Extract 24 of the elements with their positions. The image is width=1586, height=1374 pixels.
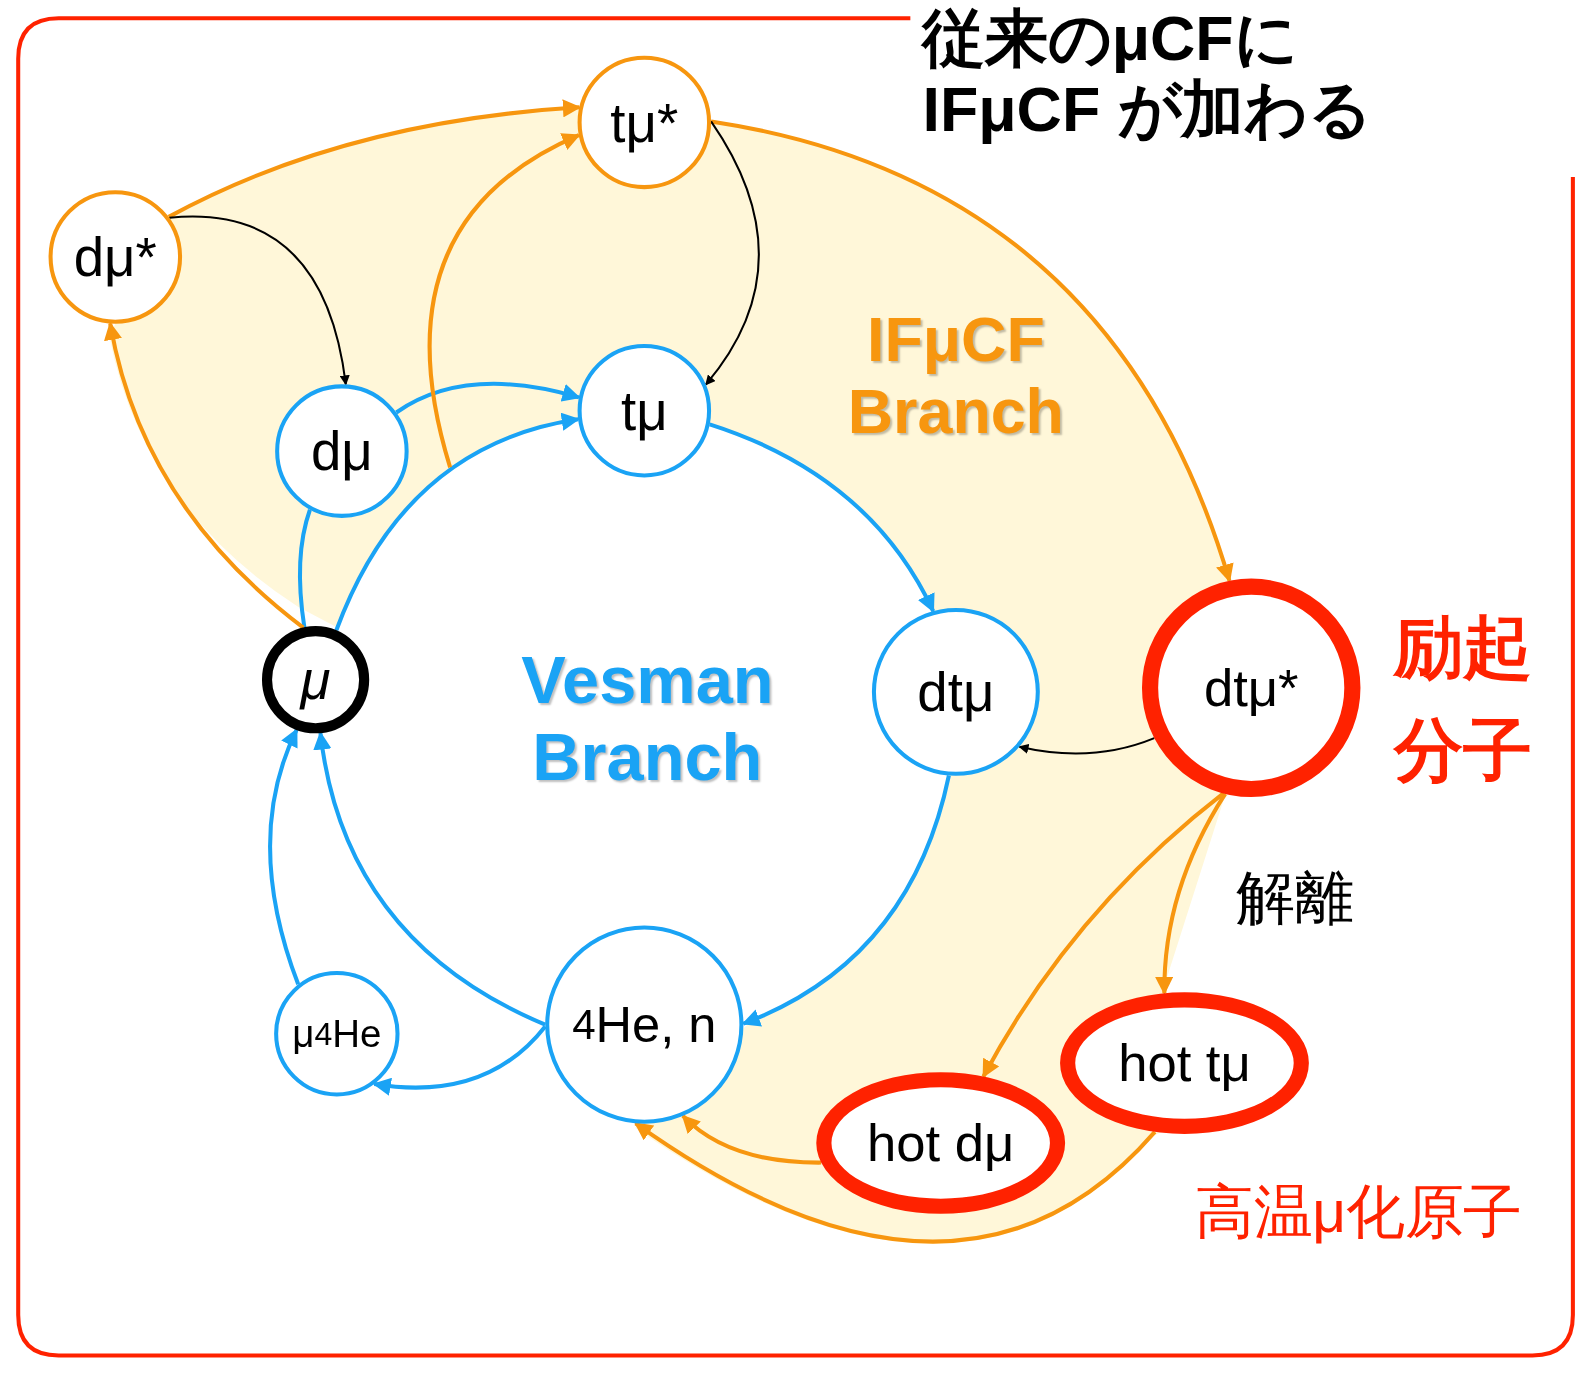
circle-node: tμ* (577, 55, 712, 190)
branch-label: Vesman Branch (520, 642, 775, 796)
arrow (1018, 737, 1155, 755)
circle-node: dtμ (871, 607, 1040, 776)
group-label: 高温μ化原子 (1193, 1178, 1523, 1246)
circle-node: μ (262, 626, 370, 734)
arrow (313, 731, 547, 1027)
side-label: 励起分子 (1392, 606, 1533, 790)
branch-label: IFμCF Branch (846, 303, 1065, 448)
arrow (334, 413, 580, 632)
edge-note: 解離 (1235, 864, 1355, 933)
arrow (104, 321, 305, 630)
arrow (681, 1114, 822, 1165)
arrow (709, 422, 935, 613)
arrow (427, 133, 581, 468)
arrow (268, 728, 301, 986)
arrow (705, 120, 760, 386)
arrow (372, 1025, 547, 1096)
arrow (634, 1121, 1157, 1244)
arrow (167, 99, 582, 219)
arrow (169, 215, 350, 386)
circle-node: dμ* (48, 190, 183, 324)
arrow (395, 381, 581, 415)
arrow (710, 119, 1233, 583)
